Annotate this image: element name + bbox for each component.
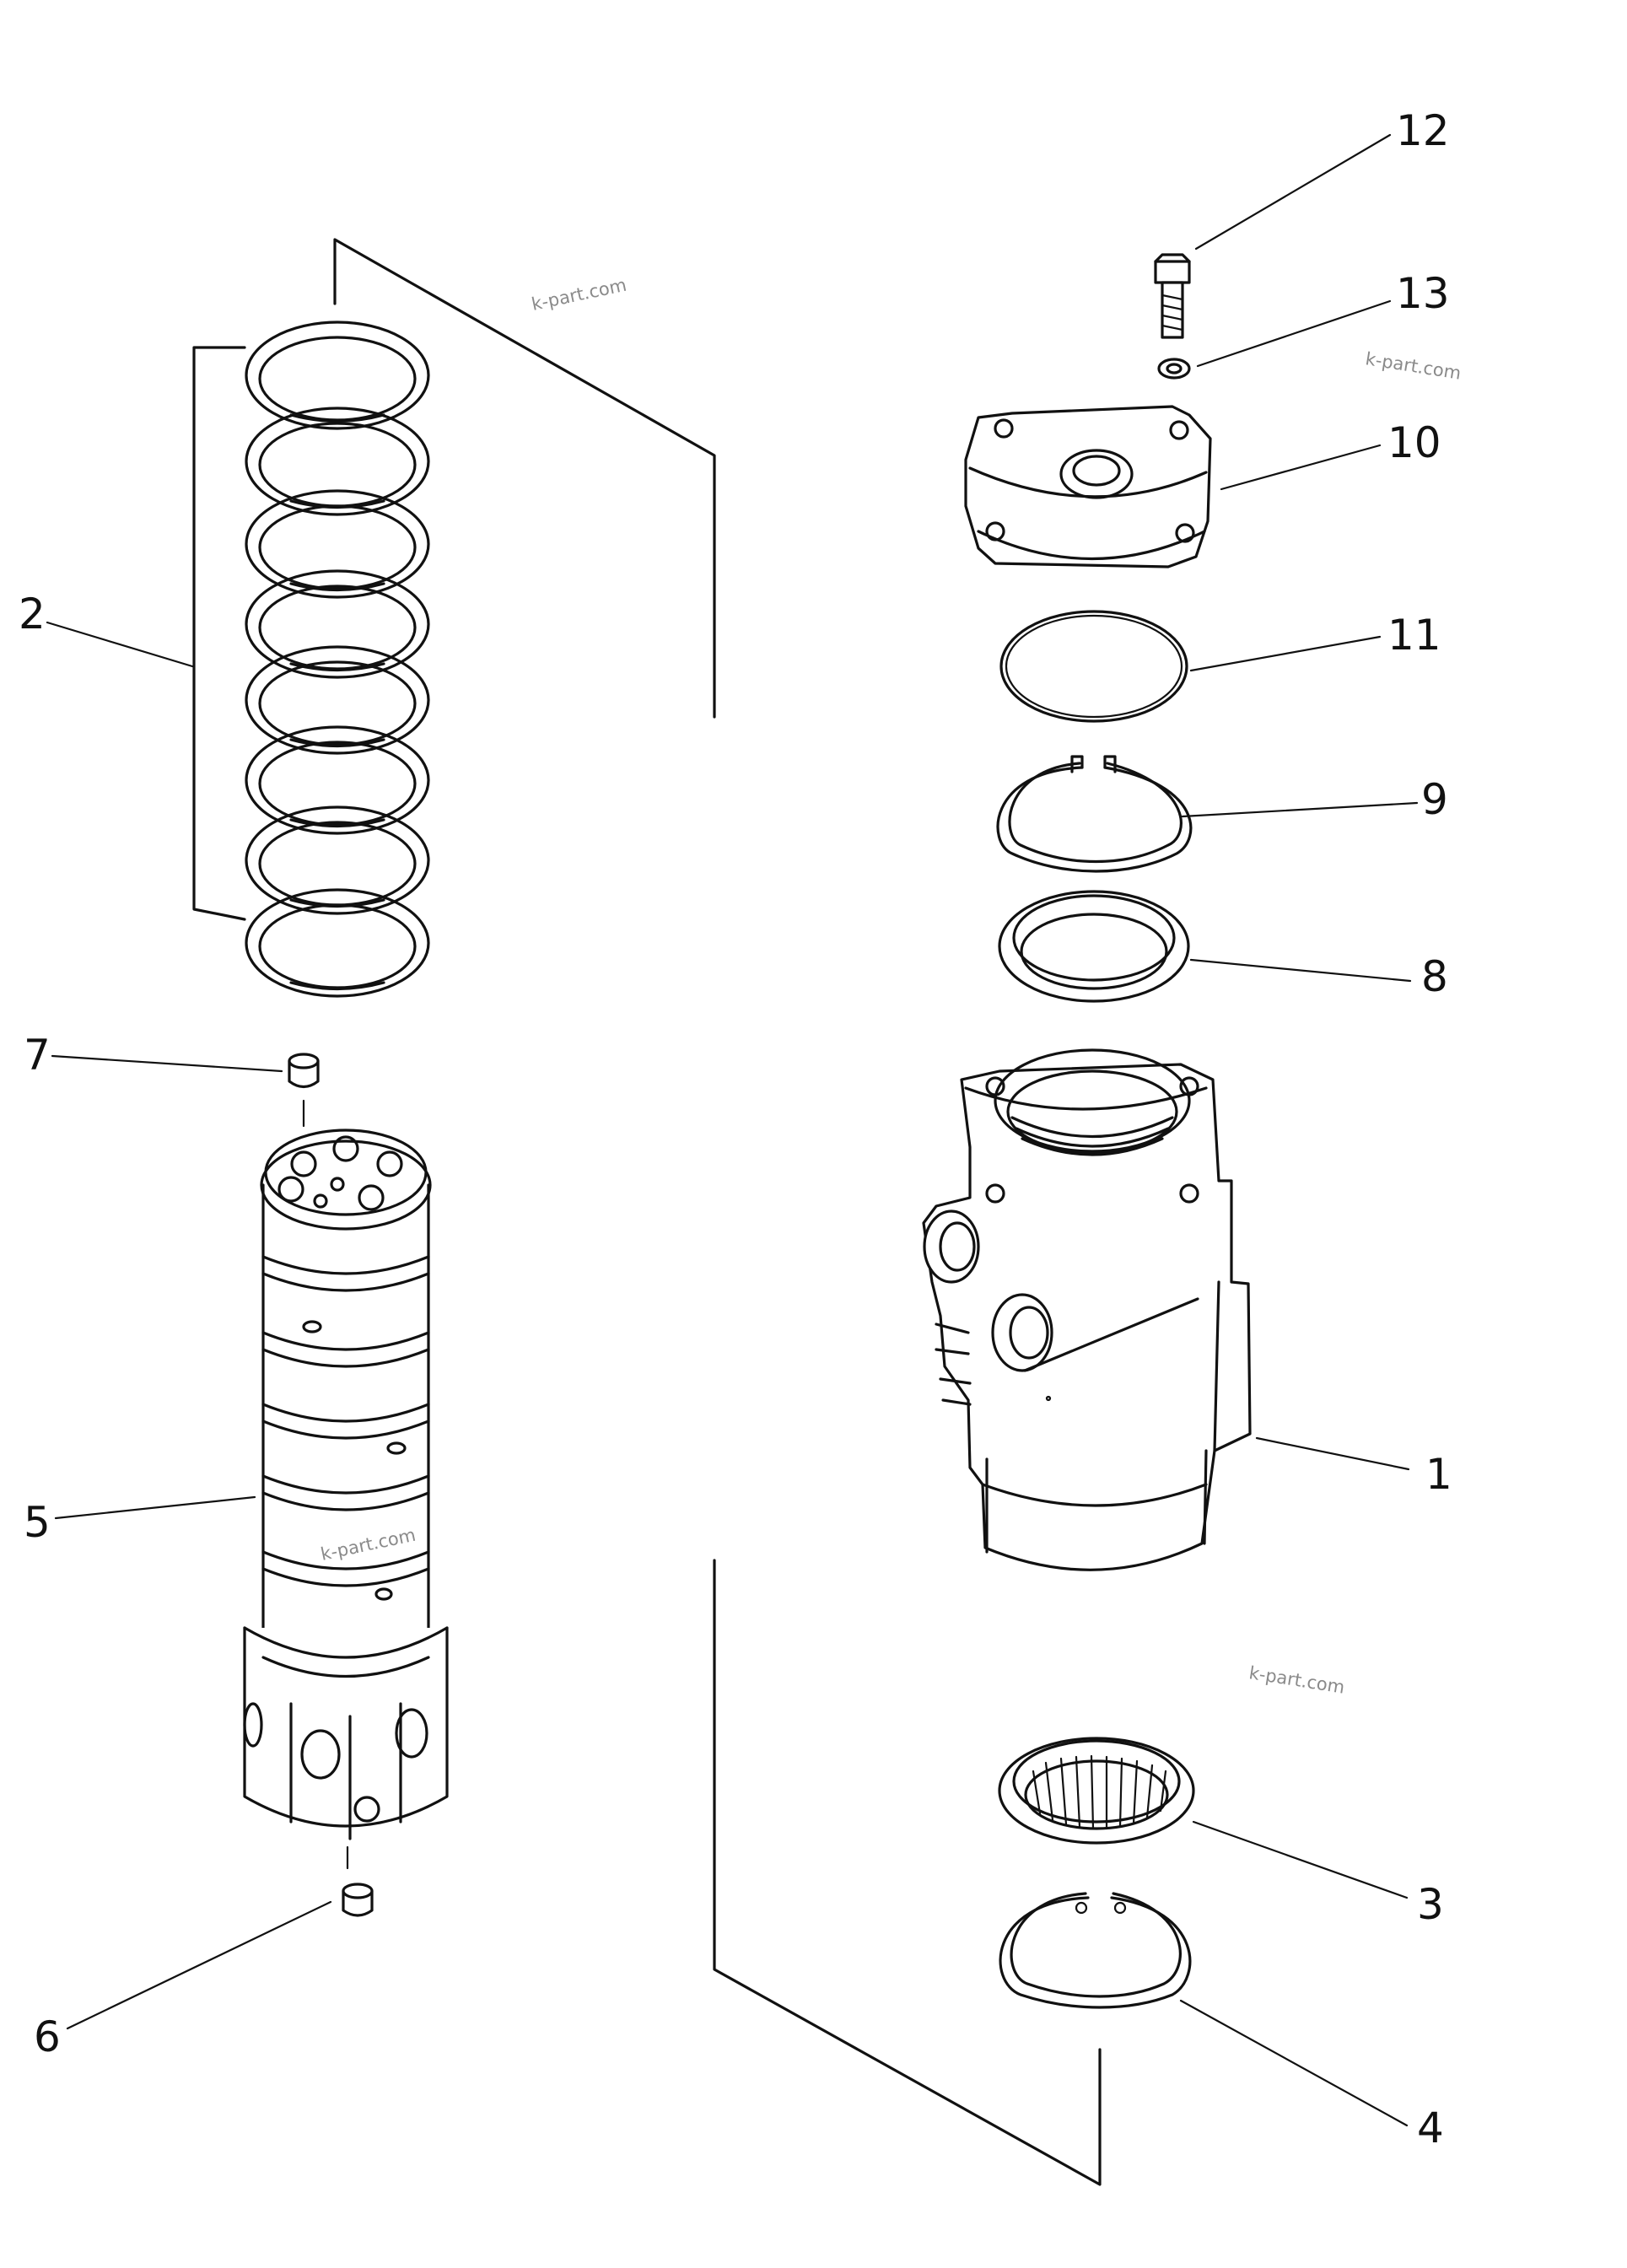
- bearing-ring-upper: [998, 890, 1190, 1003]
- swivel-body: [922, 1048, 1252, 1571]
- roller-bearing: [998, 1737, 1195, 1845]
- part-label-4: 4: [1417, 2104, 1444, 2152]
- part-label-11: 11: [1387, 611, 1441, 660]
- leader-lines: [46, 133, 1419, 2127]
- part-label-7: 7: [24, 1031, 51, 1080]
- washer: [1157, 358, 1191, 380]
- watermark: k-part.com: [1364, 348, 1463, 384]
- plug-bottom: [342, 1883, 374, 1917]
- part-label-9: 9: [1421, 775, 1448, 824]
- snap-ring-upper: [996, 755, 1193, 873]
- part-label-3: 3: [1417, 1880, 1444, 1929]
- part-label-13: 13: [1396, 269, 1450, 318]
- cover-plate: [964, 405, 1212, 568]
- part-label-5: 5: [24, 1498, 51, 1547]
- snap-ring-lower: [999, 1892, 1192, 2009]
- part-label-12: 12: [1396, 106, 1450, 155]
- part-label-1: 1: [1425, 1450, 1452, 1499]
- part-labels: 1 2 3 4 5 6 7 8 9 10 11 12 13: [19, 106, 1452, 2152]
- part-label-8: 8: [1421, 952, 1448, 1001]
- swivel-spool: [243, 1129, 449, 1870]
- plug-top: [288, 1053, 320, 1128]
- o-ring: [999, 610, 1188, 723]
- assembly-bracket-lines: [333, 238, 1102, 2186]
- bolt: [1154, 253, 1191, 339]
- part-label-10: 10: [1387, 418, 1441, 467]
- watermark: k-part.com: [1247, 1662, 1346, 1698]
- watermark: k-part.com: [530, 275, 628, 315]
- part-label-6: 6: [34, 2012, 61, 2061]
- watermarks: k-part.com k-part.com k-part.com k-part.…: [319, 275, 1463, 1698]
- part-label-2: 2: [19, 590, 46, 638]
- seal-ring-stack: [192, 321, 430, 998]
